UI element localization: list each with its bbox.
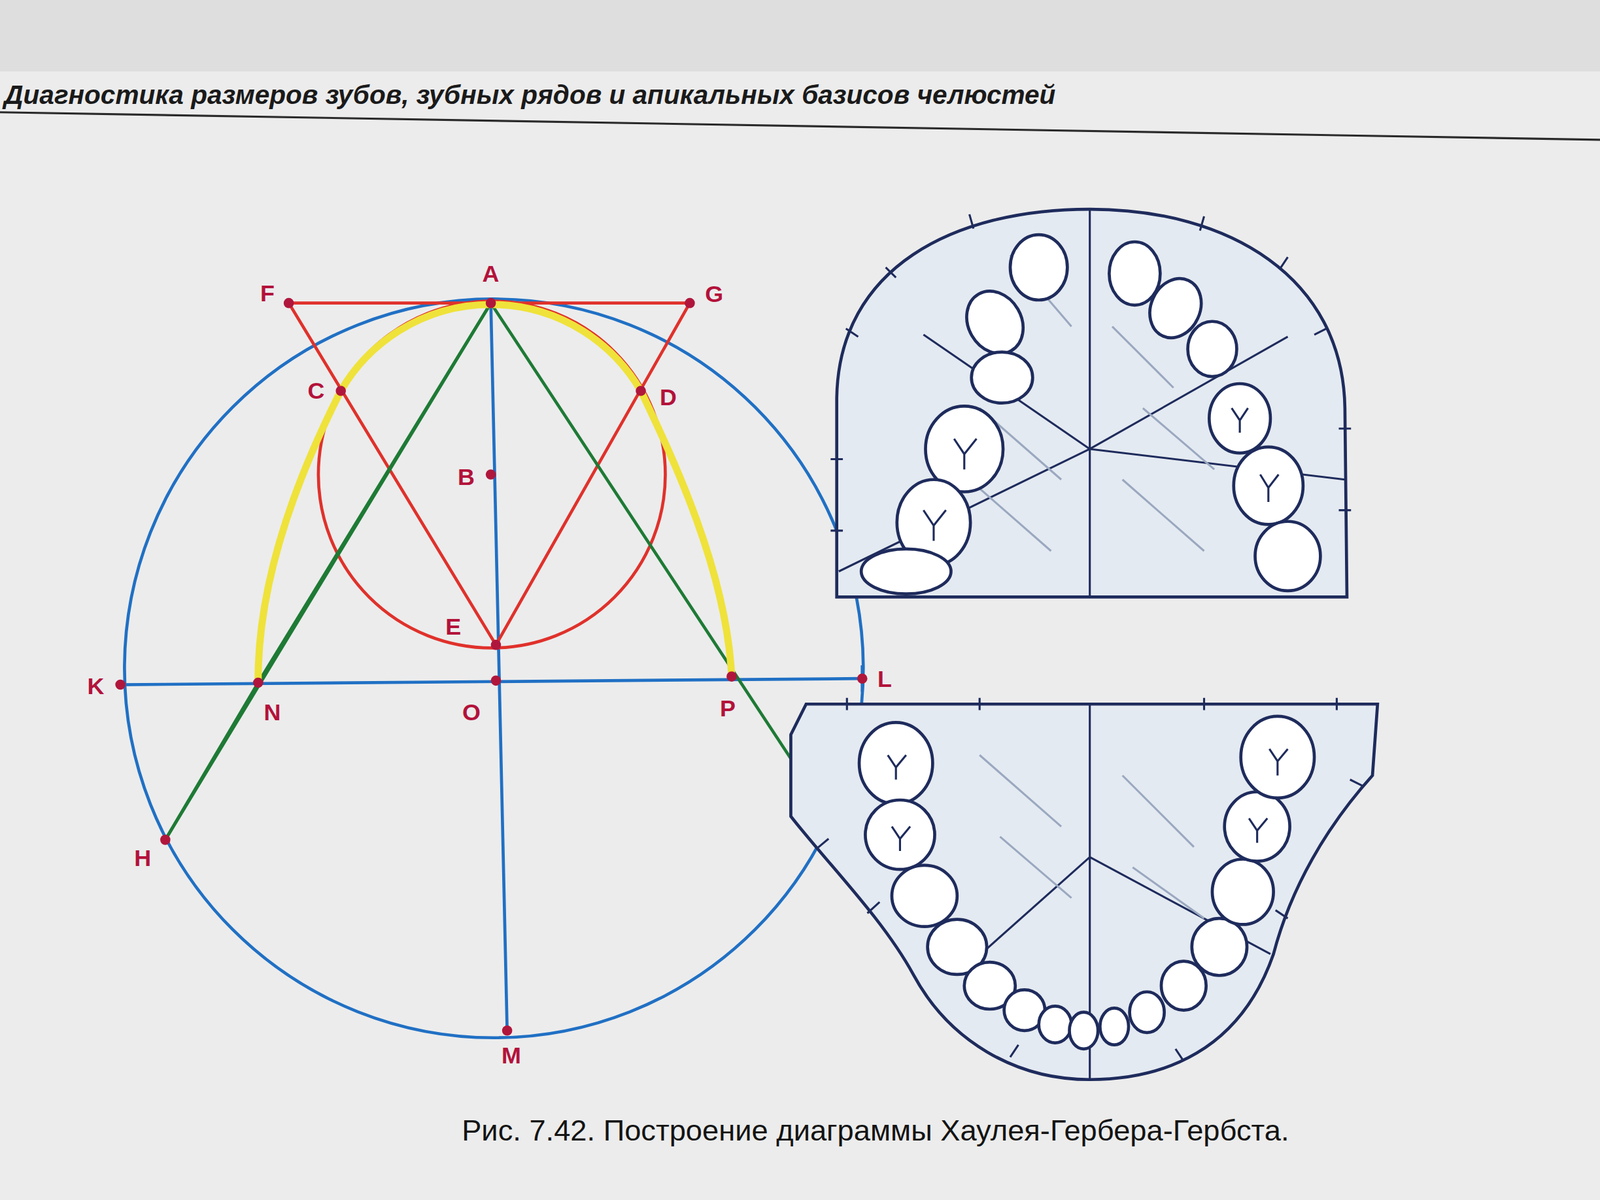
green-line <box>491 303 794 764</box>
axis-am <box>491 303 508 1032</box>
tooth <box>865 800 935 870</box>
point <box>485 298 497 309</box>
upper-jaw-outline <box>836 209 1347 597</box>
tooth <box>1010 234 1068 301</box>
green-line <box>165 682 259 840</box>
point-label: E <box>445 613 461 640</box>
point-label: P <box>719 695 736 722</box>
tooth <box>1129 991 1165 1033</box>
point <box>491 676 502 687</box>
point-label: B <box>457 464 475 490</box>
point-label: M <box>501 1042 522 1069</box>
tooth <box>1224 791 1291 862</box>
tooth <box>1212 859 1274 926</box>
tooth <box>1208 383 1271 454</box>
red-triangle <box>289 303 690 646</box>
lower-jaw-outline <box>790 704 1378 1081</box>
point <box>160 834 171 846</box>
tooth <box>1191 918 1247 976</box>
point <box>502 1025 513 1037</box>
tooth <box>1233 447 1304 526</box>
tooth <box>1108 241 1160 306</box>
point <box>335 385 346 397</box>
green-line <box>165 303 492 841</box>
point-label: G <box>704 281 724 307</box>
top-strip <box>0 0 1600 72</box>
cusp-mark <box>923 408 1279 541</box>
point-label: F <box>260 280 275 307</box>
tooth <box>1188 321 1238 377</box>
point-label: N <box>263 699 281 726</box>
tooth <box>971 352 1034 404</box>
lower-teeth <box>859 716 1315 1050</box>
upper-jaw-drawing <box>830 209 1351 597</box>
sector-line <box>838 209 1345 597</box>
tooth <box>1069 1012 1099 1050</box>
tick-mark <box>816 698 1362 1062</box>
tick-mark <box>830 214 1351 531</box>
tooth <box>1255 521 1321 592</box>
tooth <box>1241 716 1315 799</box>
header-rule <box>0 112 1600 140</box>
point-label: K <box>86 673 104 699</box>
point <box>857 673 868 684</box>
point <box>684 298 696 309</box>
hatching <box>979 755 1204 919</box>
point <box>635 385 647 397</box>
point-label: O <box>462 699 481 726</box>
lower-jaw-drawing <box>790 698 1378 1081</box>
arch-curve <box>258 304 732 684</box>
cusp-mark <box>887 749 1289 852</box>
tooth <box>859 722 933 805</box>
point-label: C <box>307 377 325 404</box>
point <box>491 640 502 651</box>
point <box>485 469 497 480</box>
tooth <box>1099 1008 1129 1045</box>
point <box>115 680 126 691</box>
point-label: D <box>659 384 677 410</box>
tooth <box>891 865 958 928</box>
upper-teeth <box>861 234 1321 595</box>
point <box>726 671 737 682</box>
point <box>253 678 264 689</box>
tooth <box>1038 1006 1072 1043</box>
point-label: L <box>877 666 892 692</box>
point <box>283 298 295 309</box>
construction-points <box>115 298 868 1037</box>
blue-circle <box>124 298 864 1038</box>
tooth <box>861 549 951 595</box>
figure-caption: Рис. 7.42. Построение диаграммы Хаулея-Г… <box>461 1114 1289 1149</box>
point-label: A <box>481 260 499 287</box>
page-header: Диагностика размеров зубов, зубных рядов… <box>3 80 1056 112</box>
point-label: H <box>134 845 152 871</box>
